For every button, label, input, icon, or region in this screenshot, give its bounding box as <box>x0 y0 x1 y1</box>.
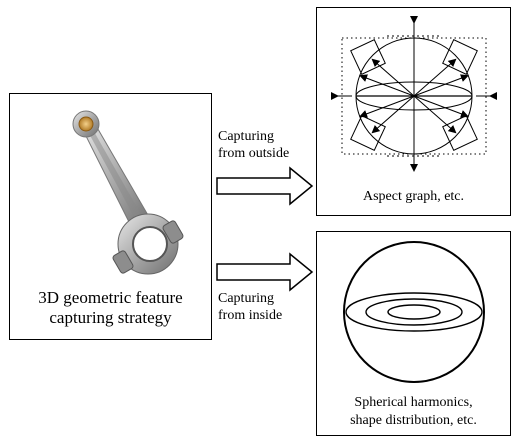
outside-arrow-icon <box>216 166 314 206</box>
feature-capturing-panel: 3D geometric feature capturing strategy <box>9 93 212 340</box>
inside-label-line-2: from inside <box>218 308 283 324</box>
feature-capturing-caption: 3D geometric feature capturing strategy <box>10 288 211 327</box>
spherical-panel: Spherical harmonics, shape distribution,… <box>316 231 511 436</box>
aspect-graph-figure <box>331 16 497 172</box>
connecting-rod-image <box>72 110 184 275</box>
outside-label-line-2: from outside <box>218 146 290 162</box>
sphere-figure <box>343 241 485 383</box>
outside-label-line-1: Capturing <box>218 129 274 144</box>
inside-label-line-1: Capturing <box>218 291 274 306</box>
caption-line-1: 3D geometric feature <box>38 288 183 307</box>
spherical-caption: Spherical harmonics, shape distribution,… <box>317 394 510 429</box>
capturing-outside-label: Capturing from outside <box>218 128 289 162</box>
inside-arrow-icon <box>216 252 314 292</box>
aspect-graph-caption: Aspect graph, etc. <box>362 188 465 204</box>
aspect-graph-panel: Aspect graph, etc. <box>316 7 511 216</box>
capturing-inside-label: Capturing from inside <box>218 290 282 324</box>
spherical-caption-line-1: Spherical harmonics, <box>354 395 473 410</box>
caption-line-2: capturing strategy <box>49 307 172 327</box>
spherical-caption-line-2: shape distribution, etc. <box>350 412 477 428</box>
